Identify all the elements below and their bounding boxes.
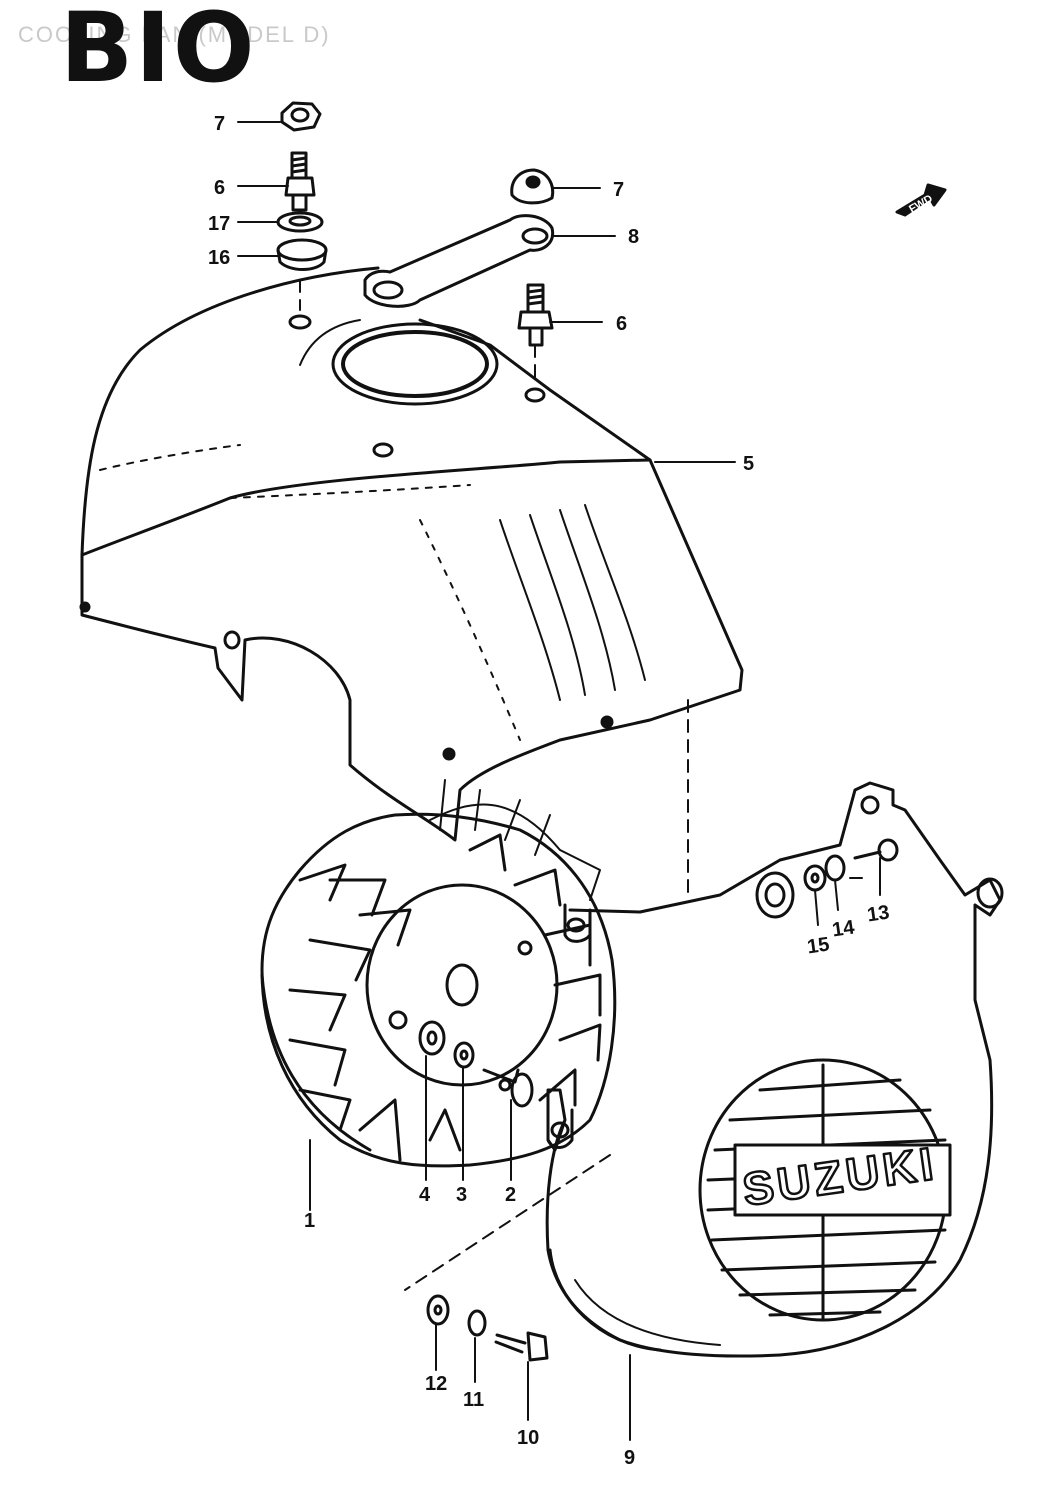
label-part-1: 1	[304, 1210, 315, 1232]
stud-upper-right	[517, 283, 554, 347]
fwd-arrow-label: FWD	[907, 193, 935, 216]
leader-lines	[237, 121, 881, 1441]
cylinder-shroud	[79, 266, 744, 842]
fan-housing-cover	[545, 781, 1004, 1358]
label-part-8: 8	[628, 226, 639, 248]
washer-12	[426, 1294, 450, 1326]
label-part-10: 10	[517, 1427, 539, 1449]
fwd-arrow-icon	[895, 183, 947, 217]
label-part-3: 3	[456, 1184, 467, 1206]
label-part-16: 16	[208, 247, 230, 269]
label-part-6-upper-right: 6	[616, 313, 627, 335]
cap-nut-upper-right	[510, 168, 555, 205]
label-part-6-upper-left: 6	[214, 177, 225, 199]
label-part-11: 11	[463, 1389, 484, 1411]
lock-washer-3	[453, 1041, 475, 1069]
label-part-12: 12	[425, 1373, 447, 1395]
label-part-17: 17	[208, 213, 230, 235]
stud-upper-left	[284, 151, 316, 212]
label-part-2: 2	[505, 1184, 516, 1206]
label-part-15: 15	[806, 934, 831, 959]
nut-upper-left	[280, 101, 322, 132]
bolt-13	[853, 838, 899, 862]
grommet-16	[276, 238, 328, 271]
label-part-4: 4	[419, 1184, 431, 1206]
label-part-7-upper-left: 7	[214, 113, 225, 135]
diagram-subtitle: COOLING FAN (MODEL D)	[18, 22, 331, 47]
bolt-2	[482, 1068, 534, 1108]
label-part-5: 5	[743, 453, 754, 475]
label-part-13: 13	[866, 902, 891, 927]
shroud-bracket	[363, 214, 555, 308]
washer-15	[803, 864, 827, 892]
label-part-9: 9	[624, 1447, 635, 1469]
label-part-7-upper-right: 7	[613, 179, 624, 201]
washer-17	[276, 211, 324, 233]
label-part-14: 14	[831, 916, 857, 941]
diagram-code-title: BIO	[60, 0, 257, 104]
bolt-10	[494, 1331, 549, 1362]
lock-washer-14	[824, 854, 846, 882]
lock-washer-11	[467, 1309, 487, 1337]
assembly-guide-lines	[299, 279, 689, 1291]
washer-4	[418, 1020, 446, 1056]
